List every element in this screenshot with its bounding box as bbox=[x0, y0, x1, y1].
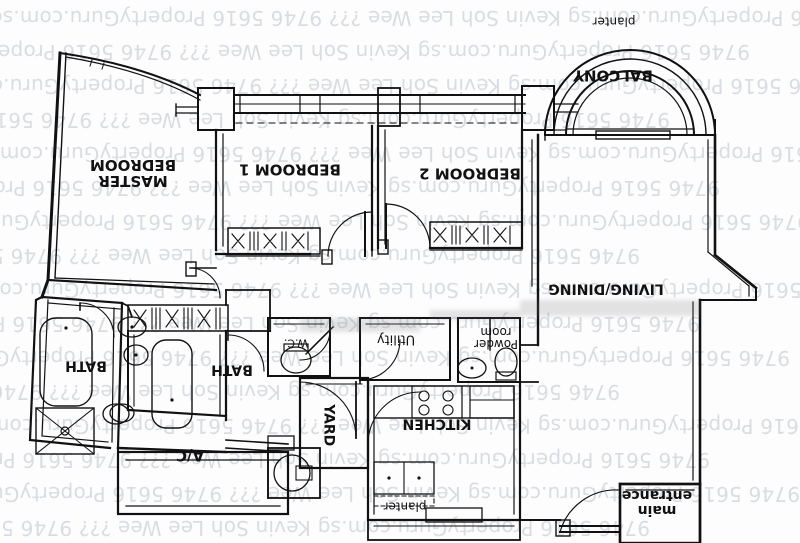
floor-plan-image: 9746 5616 PropertyGuru.com.sg Kevin Soh … bbox=[0, 6, 800, 543]
floor-plan-drawing bbox=[28, 49, 758, 543]
